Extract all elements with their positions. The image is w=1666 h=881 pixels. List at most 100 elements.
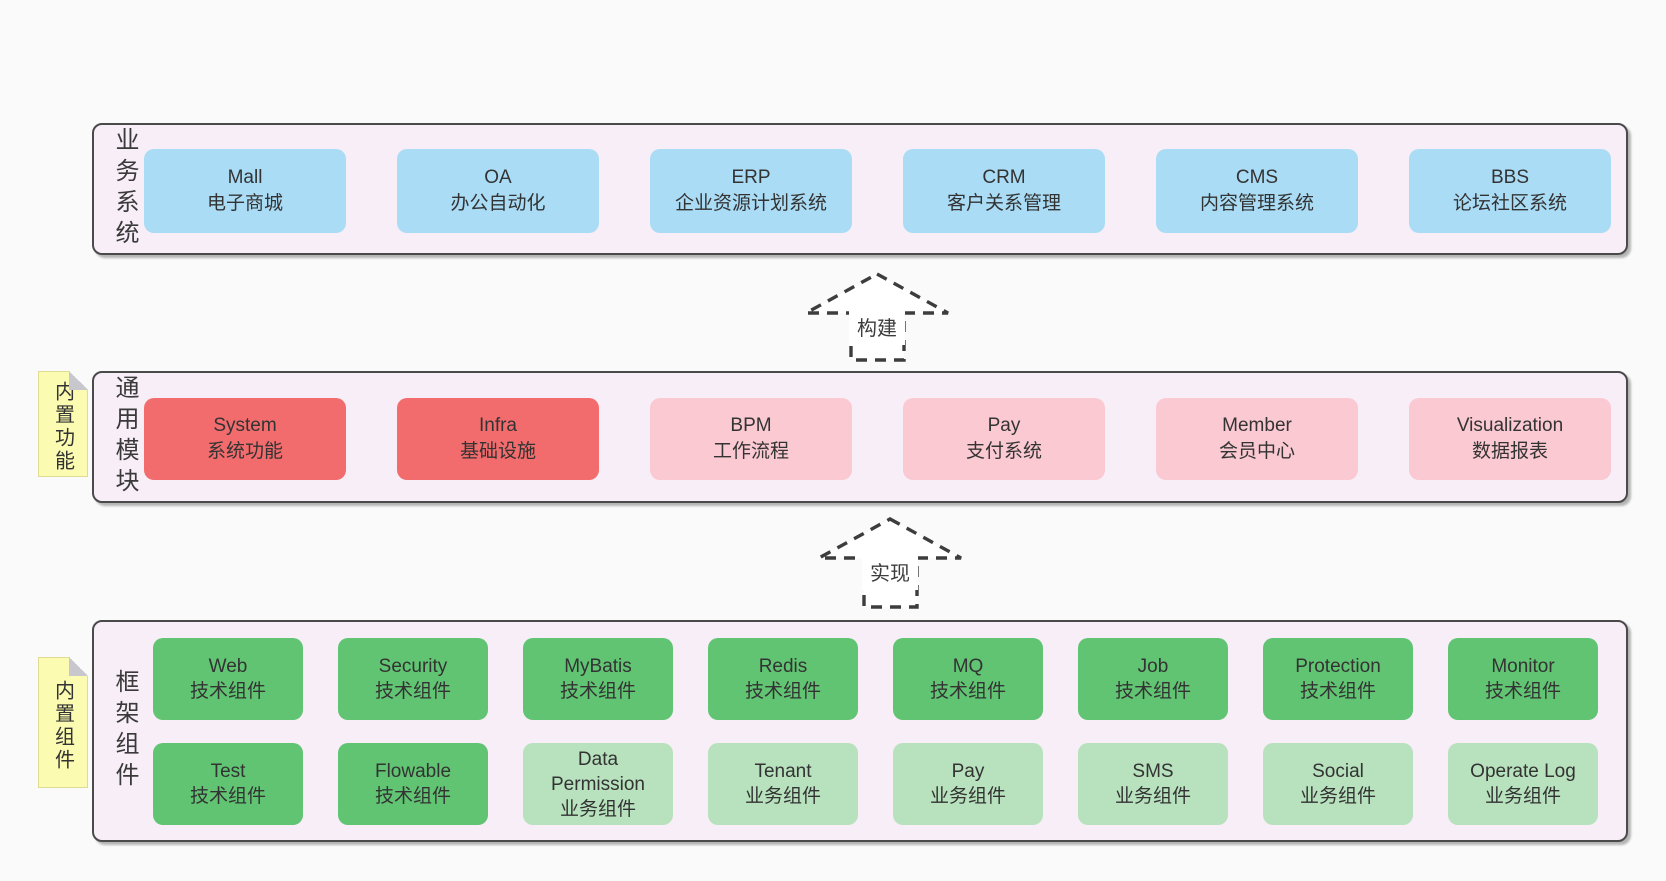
box-sub: 论坛社区系统 [1452, 193, 1567, 214]
box-sub: 办公自动化 [450, 193, 546, 214]
box-mall: Mall 电子商城 [144, 149, 346, 233]
note-label: 内置功能 [51, 381, 74, 473]
box-sub: 客户关系管理 [946, 193, 1061, 214]
box-sub: 系统功能 [206, 441, 283, 462]
box-name: Pay [987, 415, 1021, 436]
box-name: Security [378, 656, 448, 677]
box-name: Test [210, 761, 246, 782]
layer-label-modules: 通用模块 [111, 375, 138, 499]
box-name: Mall [227, 167, 263, 188]
box-crm: CRM 客户关系管理 [903, 149, 1105, 233]
box-name: ERP [731, 167, 771, 188]
box-sub: 技术组件 [1114, 681, 1191, 702]
box-sub: 业务组件 [929, 786, 1006, 807]
box-name: Visualization [1456, 415, 1564, 436]
box-protection: Protection 技术组件 [1263, 638, 1413, 720]
box-web: Web 技术组件 [153, 638, 303, 720]
box-system: System 系统功能 [144, 398, 346, 480]
box-sub: 技术组件 [929, 681, 1006, 702]
implement-arrow-label: 实现 [870, 562, 910, 585]
box-name: Infra [478, 415, 518, 436]
box-sub: 技术组件 [374, 786, 451, 807]
box-bpm: BPM 工作流程 [650, 398, 852, 480]
box-sub: 会员中心 [1218, 441, 1295, 462]
box-flowable: Flowable 技术组件 [338, 743, 488, 825]
sticky-note-built-in-components: 内置组件 [38, 657, 88, 788]
box-name: CRM [982, 167, 1026, 188]
box-name: BBS [1490, 167, 1530, 188]
box-bbs: BBS 论坛社区系统 [1409, 149, 1611, 233]
box-name: SMS [1132, 761, 1174, 782]
box-operate-log: Operate Log 业务组件 [1448, 743, 1598, 825]
box-sub: 技术组件 [1484, 681, 1561, 702]
box-name: Operate Log [1470, 761, 1576, 782]
box-tenant: Tenant 业务组件 [708, 743, 858, 825]
box-sub: 业务组件 [1299, 786, 1376, 807]
box-sub: 内容管理系统 [1199, 193, 1314, 214]
box-member: Member 会员中心 [1156, 398, 1358, 480]
box-name: MyBatis [564, 656, 632, 677]
box-sub: 业务组件 [1114, 786, 1191, 807]
box-security: Security 技术组件 [338, 638, 488, 720]
box-visualization: Visualization 数据报表 [1409, 398, 1611, 480]
layer-label-components: 框架组件 [111, 669, 138, 793]
box-monitor: Monitor 技术组件 [1448, 638, 1598, 720]
note-fold-corner [69, 657, 88, 676]
box-mybatis: MyBatis 技术组件 [523, 638, 673, 720]
box-sub: 业务组件 [1484, 786, 1561, 807]
box-name: BPM [730, 415, 772, 436]
box-name: Data Permission [551, 748, 645, 795]
box-name: Protection [1295, 656, 1381, 677]
box-sub: 企业资源计划系统 [674, 193, 827, 214]
box-sub: 工作流程 [712, 441, 789, 462]
box-sub: 业务组件 [559, 798, 636, 820]
layer-label-business: 业务系统 [111, 127, 138, 251]
box-erp: ERP 企业资源计划系统 [650, 149, 852, 233]
box-sub: 数据报表 [1471, 441, 1548, 462]
box-social: Social 业务组件 [1263, 743, 1413, 825]
box-pay-component: Pay 业务组件 [893, 743, 1043, 825]
box-name: MQ [952, 656, 984, 677]
box-sub: 支付系统 [965, 441, 1042, 462]
box-name: Redis [758, 656, 808, 677]
box-sub: 技术组件 [744, 681, 821, 702]
box-sub: 技术组件 [559, 681, 636, 702]
box-mq: MQ 技术组件 [893, 638, 1043, 720]
box-job: Job 技术组件 [1078, 638, 1228, 720]
box-test: Test 技术组件 [153, 743, 303, 825]
box-infra: Infra 基础设施 [397, 398, 599, 480]
implement-arrow-icon: 实现 [818, 517, 962, 609]
box-oa: OA 办公自动化 [397, 149, 599, 233]
box-sub: 技术组件 [1299, 681, 1376, 702]
layer-business-systems: 业务系统 Mall 电子商城 OA 办公自动化 ERP 企业资源计划系统 CRM… [92, 123, 1628, 255]
box-name: Flowable [374, 761, 452, 782]
box-sub: 技术组件 [189, 681, 266, 702]
box-pay-system: Pay 支付系统 [903, 398, 1105, 480]
note-label: 内置组件 [51, 679, 74, 772]
box-name: Tenant [754, 761, 812, 782]
box-name: Monitor [1491, 656, 1555, 677]
box-redis: Redis 技术组件 [708, 638, 858, 720]
box-sub: 技术组件 [374, 681, 451, 702]
box-sub: 基础设施 [459, 441, 536, 462]
box-name: Social [1312, 761, 1364, 782]
box-sub: 技术组件 [189, 786, 266, 807]
box-name: Job [1137, 656, 1169, 677]
sticky-note-built-in-features: 内置功能 [38, 371, 88, 477]
note-fold-corner [69, 371, 88, 390]
box-sub: 电子商城 [206, 193, 283, 214]
box-name: OA [484, 167, 512, 188]
box-name: Pay [951, 761, 985, 782]
box-name: Web [208, 656, 248, 677]
box-name: CMS [1235, 167, 1279, 188]
box-name: System [213, 415, 277, 436]
box-data-permission: Data Permission 业务组件 [523, 743, 673, 825]
build-arrow-icon: 构建 [805, 272, 949, 362]
box-cms: CMS 内容管理系统 [1156, 149, 1358, 233]
box-sms: SMS 业务组件 [1078, 743, 1228, 825]
build-arrow-label: 构建 [857, 317, 897, 340]
box-sub: 业务组件 [744, 786, 821, 807]
layer-framework-components: 框架组件 Web 技术组件 Security 技术组件 MyBatis 技术组件… [92, 620, 1628, 842]
box-name: Member [1222, 415, 1292, 436]
